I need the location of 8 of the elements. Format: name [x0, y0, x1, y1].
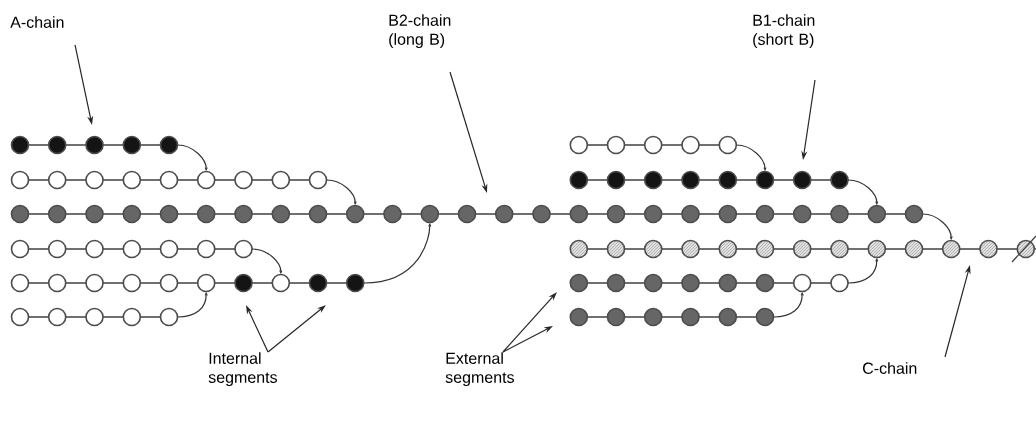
leader-line — [502, 292, 557, 353]
callout-label: A-chain — [10, 16, 64, 28]
callout-label: Internal segments — [208, 352, 277, 387]
callout-label: B1-chain (short B) — [753, 14, 815, 49]
callout-label: B2-chain (long B) — [389, 14, 451, 49]
callout-label: External segments — [445, 352, 514, 387]
callout-label: C-chain — [863, 362, 917, 374]
leader-line — [267, 305, 326, 353]
